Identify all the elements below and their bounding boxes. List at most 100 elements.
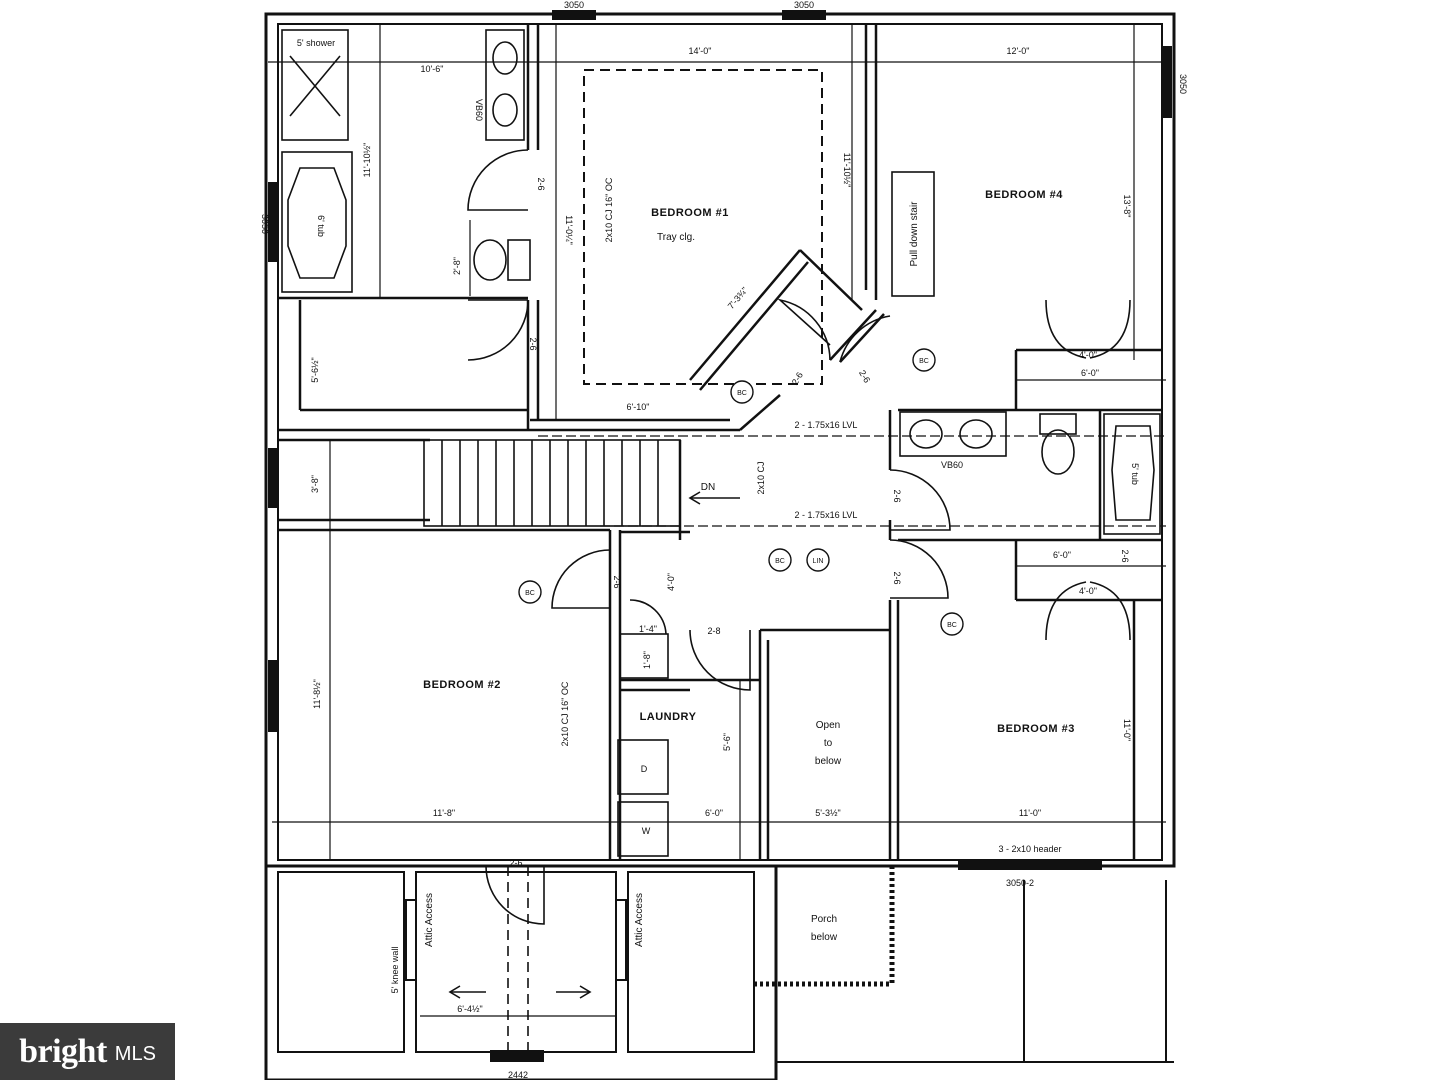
- pull-down-stair: [891, 171, 935, 297]
- door-master-bath: 2-6: [536, 177, 546, 190]
- window-3050-2: 3050-2: [1006, 878, 1034, 888]
- dim-laundry-width: 6'-0": [705, 808, 723, 818]
- bedroom-4-label: BEDROOM #4: [985, 189, 1063, 201]
- closet-tag-3: BC: [525, 590, 535, 597]
- closet-tag-4: BC: [775, 558, 785, 565]
- bedroom-1-label: BEDROOM #1: [651, 207, 729, 219]
- attic-access-right-label: Attic Access: [634, 893, 645, 947]
- door-laundry: 2-8: [707, 626, 720, 636]
- stair-down-label: DN: [701, 482, 715, 493]
- attic-access-left-label: Attic Access: [424, 893, 435, 947]
- vanity-master: [485, 29, 525, 141]
- dim-hall-4-0: 4'-0": [666, 573, 676, 591]
- door-hall-bath: 2-6: [528, 337, 538, 350]
- window-top-2: 3050: [794, 0, 814, 10]
- joist-label-bed2: 2x10 CJ 16" OC: [560, 681, 570, 746]
- pull-down-stair-label: Pull down stair: [909, 201, 920, 267]
- dim-bed2-depth: 11'-8½": [312, 679, 322, 709]
- dim-closet-4-0-bottom: 4'-0": [1079, 586, 1097, 596]
- vanity-hall-label: VB60: [941, 460, 963, 470]
- toilet-tank: [507, 239, 531, 281]
- exterior-wall-inner: [277, 23, 1163, 861]
- linen-closet: [619, 633, 669, 679]
- dim-closet-6-0-top: 6'-0": [1081, 368, 1099, 378]
- dim-closet-4-0-top: 4'-0": [1079, 350, 1097, 360]
- doors: [448, 149, 1131, 1060]
- attic-walls: [277, 871, 755, 1053]
- dim-bed4-depth: 13'-8": [1122, 195, 1132, 218]
- windows: [268, 10, 1172, 1062]
- dim-linen-1-4: 1'-4": [639, 624, 657, 634]
- washer: [617, 801, 669, 857]
- dim-bed2-width: 11'-8": [433, 808, 455, 818]
- dimension-lines: [268, 24, 1172, 1017]
- vanity-master-label: VB60: [474, 99, 484, 121]
- open-to-below-line-1: Open: [816, 720, 840, 731]
- porch-edge: [754, 866, 895, 987]
- dim-bed1-depth: 11'-10½": [842, 153, 852, 188]
- dim-open-width: 5'-3½": [815, 808, 840, 818]
- window-left: 3050: [260, 214, 270, 234]
- dim-bed3-depth: 11'-0": [1122, 719, 1132, 741]
- tray-ceiling-outline: [583, 69, 823, 385]
- dim-bed4-width: 12'-0": [1007, 46, 1030, 56]
- fixtures: [281, 29, 1161, 857]
- dim-closet-6-0-bottom: 6'-0": [1053, 550, 1071, 560]
- dim-bed3-width: 11'-0": [1019, 808, 1041, 818]
- dryer-label: D: [641, 764, 648, 774]
- closet-tags: [518, 348, 964, 636]
- porch-below-line-2: below: [811, 932, 838, 943]
- shower-label: 5' shower: [297, 38, 335, 48]
- open-to-below-line-2: to: [824, 738, 833, 749]
- closet-tag-1: BC: [737, 390, 747, 397]
- dim-attic: 6'-4½": [457, 1004, 482, 1014]
- dim-bed1-closet: 6'-10": [627, 402, 650, 412]
- watermark-brand: bright: [19, 1032, 107, 1070]
- dryer: [617, 739, 669, 795]
- open-to-below-line-3: below: [815, 756, 842, 767]
- laundry-label: LAUNDRY: [640, 711, 697, 723]
- attic-wall: [264, 864, 778, 1080]
- dim-laundry-depth: 5'-6": [722, 733, 732, 751]
- dim-stair-width: 3'-8": [310, 475, 320, 493]
- tub-hall-label: 5' tub: [1130, 463, 1140, 485]
- door-bed2: 2-6: [612, 575, 622, 588]
- tub-master-label: 6' tub: [316, 215, 326, 237]
- door-attic: 2-6: [509, 858, 522, 868]
- tub-hall: [1103, 413, 1161, 535]
- toilet-bowl: [473, 239, 507, 281]
- dim-bed1-diagonal: 7'-3¾": [726, 285, 750, 311]
- window-right: 3050: [1178, 74, 1188, 94]
- tray-ceiling-label: Tray clg.: [657, 232, 695, 243]
- lvl-beam-lower: 2 - 1.75x16 LVL: [795, 510, 858, 520]
- dim-knee-wall: 5' knee wall: [390, 947, 400, 994]
- lvl-beam-upper: 2 - 1.75x16 LVL: [795, 420, 858, 430]
- porch-below-line-1: Porch: [811, 914, 837, 925]
- header-label: 3 - 2x10 header: [998, 844, 1061, 854]
- washer-label: W: [642, 826, 651, 836]
- watermark-suffix: MLS: [114, 1043, 156, 1065]
- linen-tag: LIN: [813, 558, 824, 565]
- dim-hall-left: 5'-6½": [310, 357, 320, 382]
- vanity-hall: [899, 411, 1007, 457]
- bedroom-2-label: BEDROOM #2: [423, 679, 501, 691]
- door-closet-bed3: 2-6: [1120, 549, 1130, 562]
- shower: [281, 29, 349, 141]
- bright-mls-watermark: bright MLS: [0, 1023, 175, 1080]
- joist-label-bed1: 2x10 CJ 16" OC: [604, 177, 614, 242]
- door-bath-hall: 2-6: [892, 489, 902, 502]
- dim-bed1-left: 11'-0¼": [564, 215, 574, 245]
- dim-bed1-width: 14'-0": [689, 46, 712, 56]
- dim-linen-1-8: 1'-8": [642, 651, 652, 669]
- tub-master: [281, 151, 353, 293]
- dim-bath-width: 10'-6": [421, 64, 444, 74]
- joist-label-hall: 2x10 CJ: [756, 461, 766, 494]
- door-bed3: 2-6: [892, 571, 902, 584]
- stairs: [423, 439, 740, 527]
- window-top-1: 3050: [564, 0, 584, 10]
- closet-tag-5: BC: [947, 622, 957, 629]
- closet-tag-2: BC: [919, 358, 929, 365]
- bedroom-3-label: BEDROOM #3: [997, 723, 1075, 735]
- dim-water-closet: 2'-8": [452, 257, 462, 275]
